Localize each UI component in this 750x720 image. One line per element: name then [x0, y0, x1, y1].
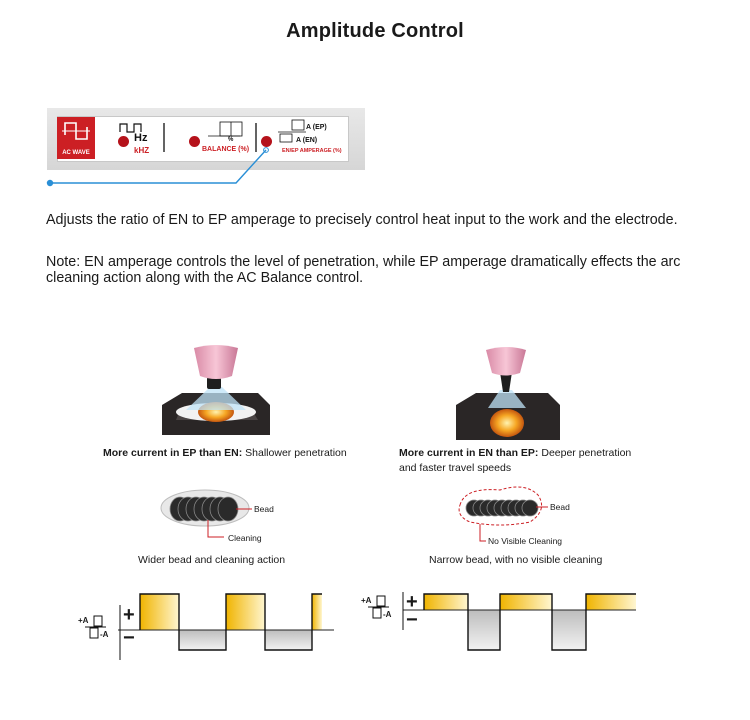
frequency-knob[interactable] — [118, 136, 129, 147]
balance-label: BALANCE (%) — [202, 146, 250, 153]
pointer-target — [263, 147, 269, 153]
page-title: Amplitude Control — [286, 20, 464, 42]
left-waveform — [118, 593, 334, 660]
percent-label: % — [228, 137, 234, 143]
left-bead-illustration — [160, 489, 252, 538]
amplitude-legend-icon-left — [85, 615, 106, 639]
right-waveform — [402, 592, 636, 651]
right-caption-bold: More current in EN than EP: — [399, 447, 539, 459]
note-paragraph: Note: EN amperage controls the level of … — [46, 254, 681, 286]
control-panel — [47, 108, 365, 170]
left-torch-illustration — [162, 345, 270, 435]
left-summary: Wider bead and cleaning action — [138, 554, 286, 566]
right-bead-illustration — [458, 486, 548, 542]
ac-wave-button[interactable]: AC WAVE — [57, 117, 95, 159]
left-cleaning-label: Cleaning — [228, 533, 262, 543]
left-bead-label: Bead — [254, 504, 274, 514]
right-plus-a-label: +A — [361, 596, 372, 605]
right-bead-label: Bead — [550, 502, 570, 512]
right-caption-line2: and faster travel speeds — [399, 462, 512, 474]
left-caption-bold: More current in EP than EN: — [103, 447, 243, 459]
amplitude-legend-icon-right — [368, 595, 389, 619]
square-wave-icon — [62, 122, 90, 140]
en-label: A (EN) — [296, 137, 318, 144]
description-paragraph: Adjusts the ratio of EN to EP amperage t… — [46, 212, 678, 228]
right-summary: Narrow bead, with no visible cleaning — [429, 554, 603, 566]
khz-label: kHZ — [134, 146, 150, 155]
ac-wave-label: AC WAVE — [62, 150, 90, 156]
balance-knob[interactable] — [189, 136, 200, 147]
right-torch-illustration — [456, 347, 560, 440]
balance-icon — [208, 121, 243, 137]
ep-label: A (EP) — [306, 124, 327, 131]
left-caption-rest: Shallower penetration — [242, 447, 347, 459]
right-minus-sign: − — [406, 609, 418, 631]
right-cleaning-label: No Visible Cleaning — [488, 536, 563, 546]
left-plus-sign: + — [123, 604, 135, 626]
right-caption-rest: Deeper penetration — [538, 447, 632, 459]
left-minus-sign: − — [123, 627, 135, 649]
right-plus-sign: + — [406, 591, 418, 613]
amperage-label: EN/EP AMPERAGE (%) — [282, 148, 342, 154]
pointer-dot — [46, 179, 54, 187]
hz-label: Hz — [134, 132, 148, 144]
left-minus-a-label: -A — [100, 630, 109, 639]
amperage-knob[interactable] — [261, 136, 272, 147]
left-plus-a-label: +A — [78, 616, 89, 625]
pointer-line — [50, 149, 267, 184]
panel-strip — [57, 116, 349, 162]
right-minus-a-label: -A — [383, 610, 392, 619]
left-caption: More current in EP than EN: Shallower pe… — [103, 447, 347, 459]
frequency-wave-icon — [119, 123, 142, 133]
right-caption: More current in EN than EP: Deeper penet… — [399, 447, 631, 459]
amperage-icon — [278, 119, 306, 143]
